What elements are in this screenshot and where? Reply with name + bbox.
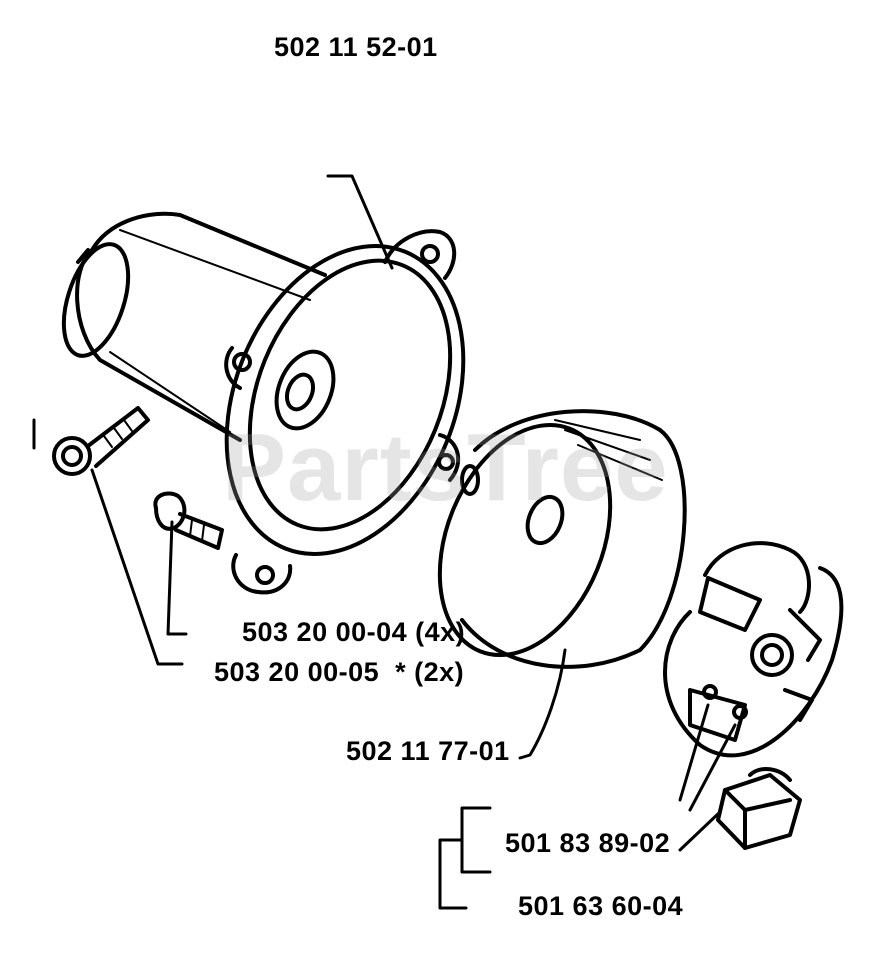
clutch-drum [437,409,687,760]
part-number-drum: 502 11 77-01 [346,736,510,766]
gear-housing [61,174,466,595]
part-number-assembly: 502 11 52-01 [274,32,438,62]
screw-long [52,406,150,476]
clutch-shoe [716,767,802,850]
part-number-shoe: 501 63 60-04 [518,891,684,921]
part-number-clutch: 501 83 89-02 [505,828,671,858]
clutch-assembly [663,541,844,758]
screw-short [153,491,224,550]
part-number-screw-2x: 503 20 00-05 * (2x) [214,657,465,687]
part-number-screw-4x: 503 20 00-04 (4x) [242,617,466,647]
watermark: PartsTree [222,414,669,521]
